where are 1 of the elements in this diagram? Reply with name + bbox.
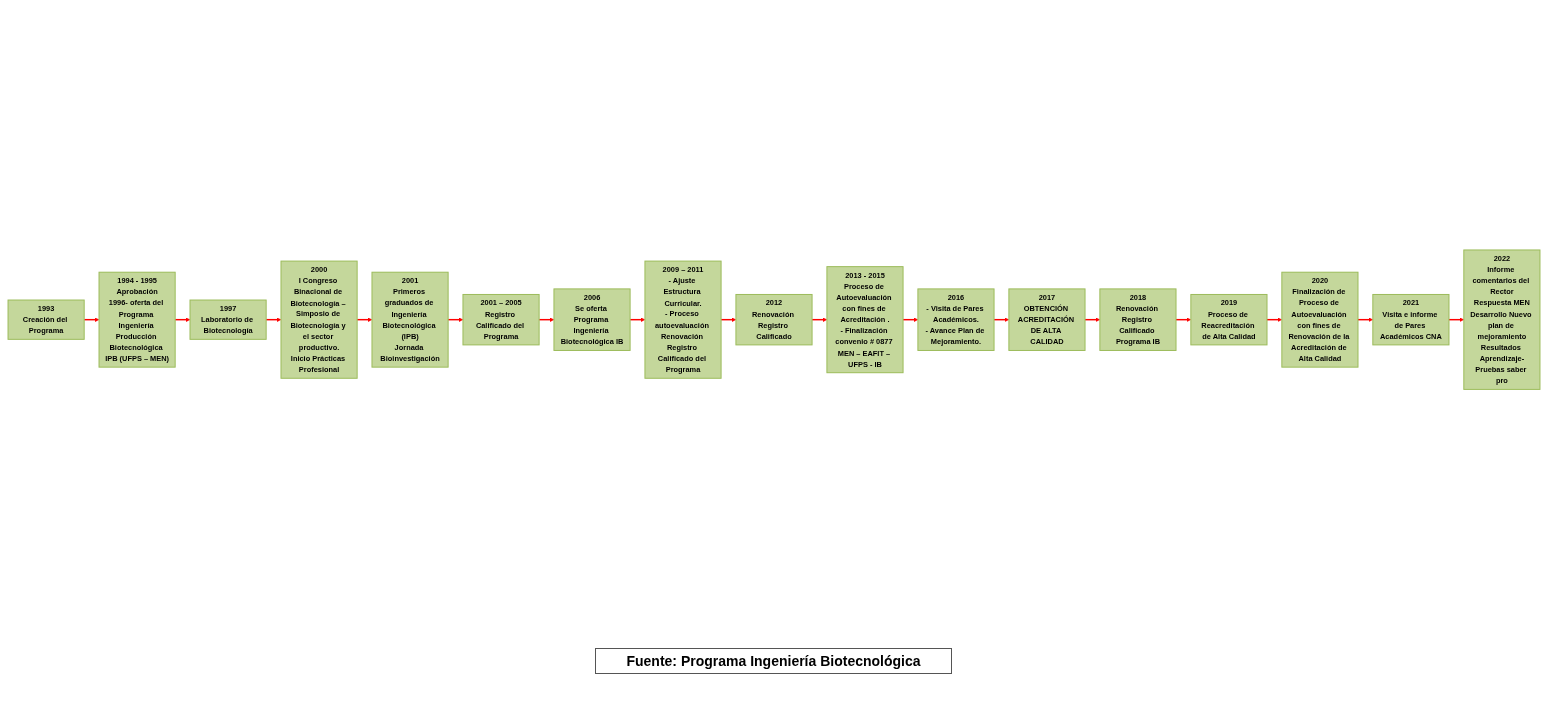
source-caption: Fuente: Programa Ingeniería Biotecnológica [595, 648, 952, 674]
